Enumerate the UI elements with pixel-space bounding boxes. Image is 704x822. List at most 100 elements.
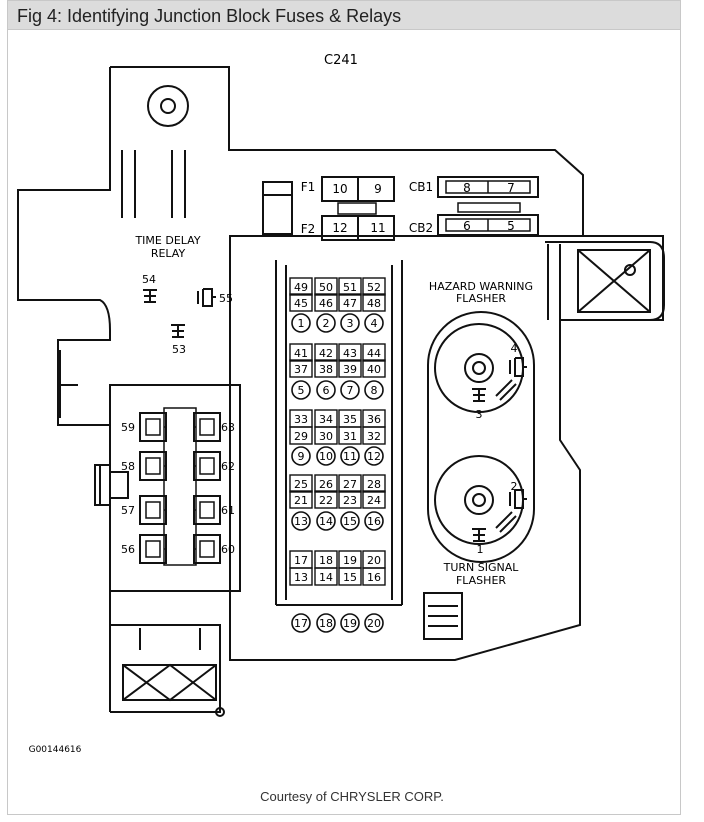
relay-number: 63 <box>221 421 235 434</box>
fuse-slot <box>362 277 386 296</box>
fuse-slot <box>314 343 338 362</box>
fuse-slot <box>289 567 313 586</box>
fuse-number: 15 <box>343 515 357 528</box>
fuse-number: 17 <box>294 554 308 567</box>
fuse-number: 28 <box>367 478 381 491</box>
breaker-cb2-a: 6 <box>463 219 471 233</box>
relay-number: 60 <box>221 543 235 556</box>
fuse-slot <box>314 359 338 378</box>
fuse-number: 16 <box>367 515 381 528</box>
fuse-socket <box>316 511 336 531</box>
fuse-slot <box>289 277 313 296</box>
breaker-cb1-label: CB1 <box>409 180 433 194</box>
fuse-slot <box>289 474 313 493</box>
fuse-number: 18 <box>319 617 333 630</box>
relay-socket: 56 <box>121 534 167 564</box>
fuse-number: 40 <box>367 363 381 376</box>
bottom-tab-icon <box>122 628 225 717</box>
fuse-number: 49 <box>294 281 308 294</box>
fuse-slot <box>338 277 362 296</box>
fuse-number: 14 <box>319 571 333 584</box>
relay-53-icon <box>171 324 185 338</box>
turn-signal-line2: FLASHER <box>456 574 506 587</box>
fuse-slot <box>338 359 362 378</box>
relay-number: 62 <box>221 460 235 473</box>
fuse-matrix-frame <box>275 260 403 606</box>
fuse-number: 48 <box>367 297 381 310</box>
fuse-slot <box>289 359 313 378</box>
fuse-number: 37 <box>294 363 308 376</box>
relay-55-icon <box>197 288 216 307</box>
fuse-number: 51 <box>343 281 357 294</box>
fuse-slot <box>362 343 386 362</box>
connector-label: C241 <box>324 53 358 68</box>
fuse-number: 25 <box>294 478 308 491</box>
fuse-number: 27 <box>343 478 357 491</box>
fuse-number: 42 <box>319 347 333 360</box>
fuse-number: 20 <box>367 617 381 630</box>
relay-socket: 62 <box>193 451 235 481</box>
relay-3-label: 3 <box>476 408 483 421</box>
fuse-slot <box>338 490 362 509</box>
fuse-number: 5 <box>298 384 305 397</box>
fuse-socket <box>291 380 311 400</box>
fuse-slot <box>314 426 338 445</box>
fuse-number: 23 <box>343 494 357 507</box>
breaker-cb2-b: 5 <box>507 219 515 233</box>
side-connector-icon <box>94 464 129 506</box>
fuse-slot <box>362 359 386 378</box>
fuse-socket <box>316 446 336 466</box>
fuse-number: 13 <box>294 515 308 528</box>
title-bar <box>7 0 681 30</box>
breaker-cb1-a: 8 <box>463 181 471 195</box>
fuse-f1-label: F1 <box>301 180 316 194</box>
mount-tab-icon <box>547 244 651 320</box>
fuse-slot <box>362 567 386 586</box>
fuse-slot <box>289 490 313 509</box>
fuse-slot <box>338 426 362 445</box>
fuse-number: 44 <box>367 347 381 360</box>
fuse-number: 34 <box>319 413 333 426</box>
fuse-f2-label: F2 <box>301 222 316 236</box>
relay-socket: 58 <box>121 451 167 481</box>
fuse-number: 6 <box>323 384 330 397</box>
fuse-number: 12 <box>367 450 381 463</box>
fuse-slot <box>289 343 313 362</box>
fuse-number: 22 <box>319 494 333 507</box>
fuse-slot <box>289 426 313 445</box>
fuse-socket <box>364 380 384 400</box>
fuse-number: 11 <box>343 450 357 463</box>
fuse-slot <box>362 474 386 493</box>
fuse-slot <box>314 490 338 509</box>
courtesy-note: Courtesy of CHRYSLER CORP. <box>260 789 444 804</box>
relay-socket: 63 <box>193 412 235 442</box>
relay-3-icon <box>472 388 486 402</box>
fuse-socket <box>340 446 360 466</box>
fuse-slot <box>338 567 362 586</box>
relay-socket: 57 <box>121 495 167 525</box>
fuse-socket <box>291 511 311 531</box>
fuse-number: 4 <box>371 317 378 330</box>
fuse-socket <box>316 380 336 400</box>
fuse-number: 29 <box>294 430 308 443</box>
mounting-hole-icon <box>147 85 189 127</box>
fuse-number: 36 <box>367 413 381 426</box>
relay-number: 57 <box>121 504 135 517</box>
fuse-number: 18 <box>319 554 333 567</box>
fuse-number: 3 <box>347 317 354 330</box>
fuse-number: 35 <box>343 413 357 426</box>
fuse-number: 43 <box>343 347 357 360</box>
fuse-number: 30 <box>319 430 333 443</box>
fuse-number: 19 <box>343 617 357 630</box>
fuse-slot <box>362 293 386 312</box>
relay-number: 59 <box>121 421 135 434</box>
fuse-socket <box>291 446 311 466</box>
relay-socket: 59 <box>121 412 167 442</box>
fuse-f2-b: 11 <box>370 221 385 235</box>
relay-55-label: 55 <box>219 292 233 305</box>
figure-frame <box>7 0 681 815</box>
figure-title: Fig 4: Identifying Junction Block Fuses … <box>17 6 402 26</box>
fuse-number: 17 <box>294 617 308 630</box>
fuse-socket <box>340 380 360 400</box>
fuse-socket <box>364 446 384 466</box>
